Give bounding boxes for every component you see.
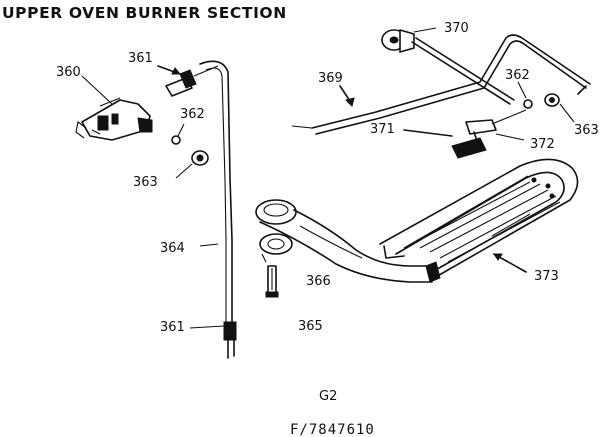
part-number: F/7847610 bbox=[290, 422, 375, 437]
callout-366: 366 bbox=[306, 274, 331, 289]
part-366-mount bbox=[259, 233, 293, 255]
part-370-sensor bbox=[381, 29, 515, 105]
callout-360: 360 bbox=[56, 65, 81, 80]
leader-360 bbox=[81, 75, 113, 105]
callout-373: 373 bbox=[534, 269, 559, 284]
leader-372 bbox=[495, 133, 525, 141]
callout-369: 369 bbox=[318, 71, 343, 86]
part-360-valve bbox=[75, 97, 153, 141]
callout-372: 372 bbox=[530, 137, 555, 152]
callout-361-bottom: 361 bbox=[160, 320, 185, 335]
part-364-pilot-tube bbox=[199, 60, 237, 359]
diagram-title: UPPER OVEN BURNER SECTION bbox=[2, 4, 287, 22]
leader-363-left bbox=[175, 163, 193, 179]
leader-371 bbox=[403, 129, 453, 137]
callout-363-left: 363 bbox=[133, 175, 158, 190]
part-371-bracket bbox=[451, 109, 527, 159]
part-362-washer-left bbox=[171, 135, 181, 145]
part-373-burner bbox=[379, 158, 579, 283]
callout-363-right: 363 bbox=[574, 123, 599, 138]
leader-370 bbox=[413, 27, 437, 33]
leader-362-left bbox=[177, 123, 185, 137]
leader-362-right bbox=[517, 81, 527, 99]
part-369-capillary bbox=[291, 34, 591, 135]
callout-362-left: 362 bbox=[180, 107, 205, 122]
callout-361-top: 361 bbox=[128, 51, 153, 66]
part-366-burner-elbow bbox=[255, 199, 433, 283]
leader-365 bbox=[261, 253, 267, 263]
part-361-tube-fitting bbox=[165, 65, 219, 97]
callout-362-right: 362 bbox=[505, 68, 530, 83]
callout-371: 371 bbox=[370, 122, 395, 137]
callout-365: 365 bbox=[298, 319, 323, 334]
callout-370: 370 bbox=[444, 21, 469, 36]
leader-363-right bbox=[559, 103, 575, 123]
leader-364 bbox=[199, 243, 219, 247]
part-363-nut-left bbox=[191, 150, 209, 166]
part-363-nut-right bbox=[544, 93, 560, 107]
diagram-code: G2 bbox=[319, 389, 337, 404]
part-362-washer-right bbox=[523, 99, 533, 109]
callout-364: 364 bbox=[160, 241, 185, 256]
part-365-screw bbox=[265, 265, 279, 298]
leader-361-bottom bbox=[189, 325, 225, 329]
